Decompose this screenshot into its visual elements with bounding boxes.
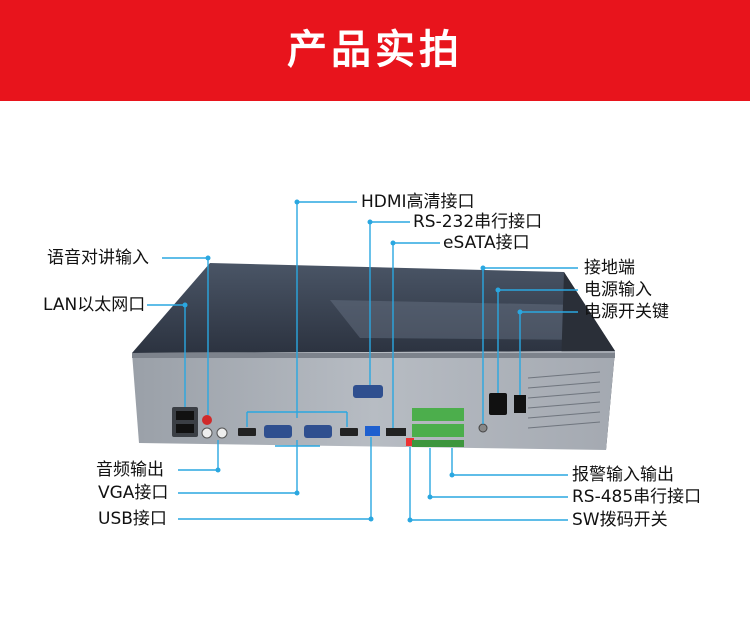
esata-port — [386, 428, 406, 436]
label-power-switch: 电源开关键 — [584, 302, 669, 322]
hdmi-port-1 — [340, 428, 358, 436]
leader-dots — [182, 199, 523, 523]
label-esata: eSATA接口 — [443, 233, 530, 253]
vga-ports — [264, 425, 332, 438]
rs232-port — [353, 385, 383, 398]
label-audio-out: 音频输出 — [96, 460, 164, 480]
hdmi-port-2 — [238, 428, 256, 436]
label-audio-talk: 语音对讲输入 — [47, 248, 149, 268]
label-power-in: 电源输入 — [584, 280, 652, 300]
vent-grille — [527, 371, 601, 429]
audio-jacks — [201, 415, 228, 439]
terminal-blocks — [412, 408, 464, 447]
label-rs485: RS-485串行接口 — [572, 487, 702, 507]
power-inlet — [489, 393, 507, 415]
chassis-top — [132, 263, 615, 353]
label-alarm-io: 报警输入输出 — [572, 465, 674, 485]
label-ground: 接地端 — [584, 258, 635, 278]
label-sw-dip: SW拨码开关 — [572, 510, 668, 530]
page-title: 产品实拍 — [287, 27, 463, 73]
chassis-top-sheen — [330, 300, 600, 340]
label-usb: USB接口 — [98, 509, 167, 529]
label-lan: LAN以太网口 — [43, 295, 146, 315]
lan-ports — [172, 407, 198, 437]
power-switch — [514, 395, 526, 413]
rear-panel — [132, 351, 615, 450]
dip-switch — [406, 438, 414, 446]
label-vga: VGA接口 — [98, 483, 169, 503]
usb-port — [365, 426, 380, 436]
ground-screw — [478, 423, 488, 433]
label-rs232: RS-232串行接口 — [413, 212, 543, 232]
panel-trim — [132, 353, 615, 358]
label-hdmi: HDMI高清接口 — [361, 192, 475, 212]
title-banner — [0, 0, 750, 101]
